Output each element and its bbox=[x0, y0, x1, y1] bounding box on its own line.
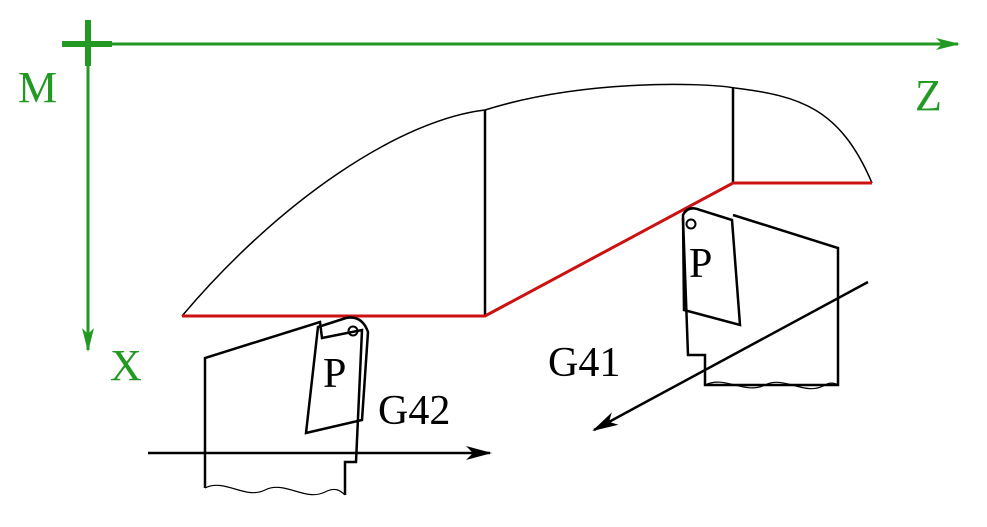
right-tool-point-label: P bbox=[689, 241, 712, 287]
right-tool-nose-point bbox=[685, 218, 697, 230]
left-tool-holder-break bbox=[204, 484, 346, 496]
machine-origin-marker bbox=[62, 20, 112, 66]
origin-label: M bbox=[18, 63, 57, 112]
right-tool-holder-break bbox=[704, 381, 839, 390]
left-tool-nose-point bbox=[347, 325, 359, 337]
workpiece bbox=[181, 83, 873, 318]
g42-label: G42 bbox=[378, 388, 450, 434]
left-tool-point-label: P bbox=[323, 351, 346, 397]
g41-label: G41 bbox=[548, 340, 620, 386]
left-tool-holder bbox=[203, 320, 364, 495]
left-tool: P bbox=[203, 316, 370, 496]
left-tool-insert bbox=[304, 316, 370, 435]
coordinate-system: M Z X bbox=[18, 20, 960, 390]
right-tool-insert bbox=[681, 207, 742, 327]
g41-direction-arrow bbox=[592, 280, 869, 432]
right-tool: P bbox=[681, 207, 840, 390]
x-axis-label: X bbox=[110, 341, 142, 390]
z-axis-label: Z bbox=[915, 71, 942, 120]
feed-directions: G42 G41 bbox=[148, 280, 869, 460]
machined-contour bbox=[182, 181, 872, 318]
workpiece-outer-curve bbox=[181, 83, 873, 317]
